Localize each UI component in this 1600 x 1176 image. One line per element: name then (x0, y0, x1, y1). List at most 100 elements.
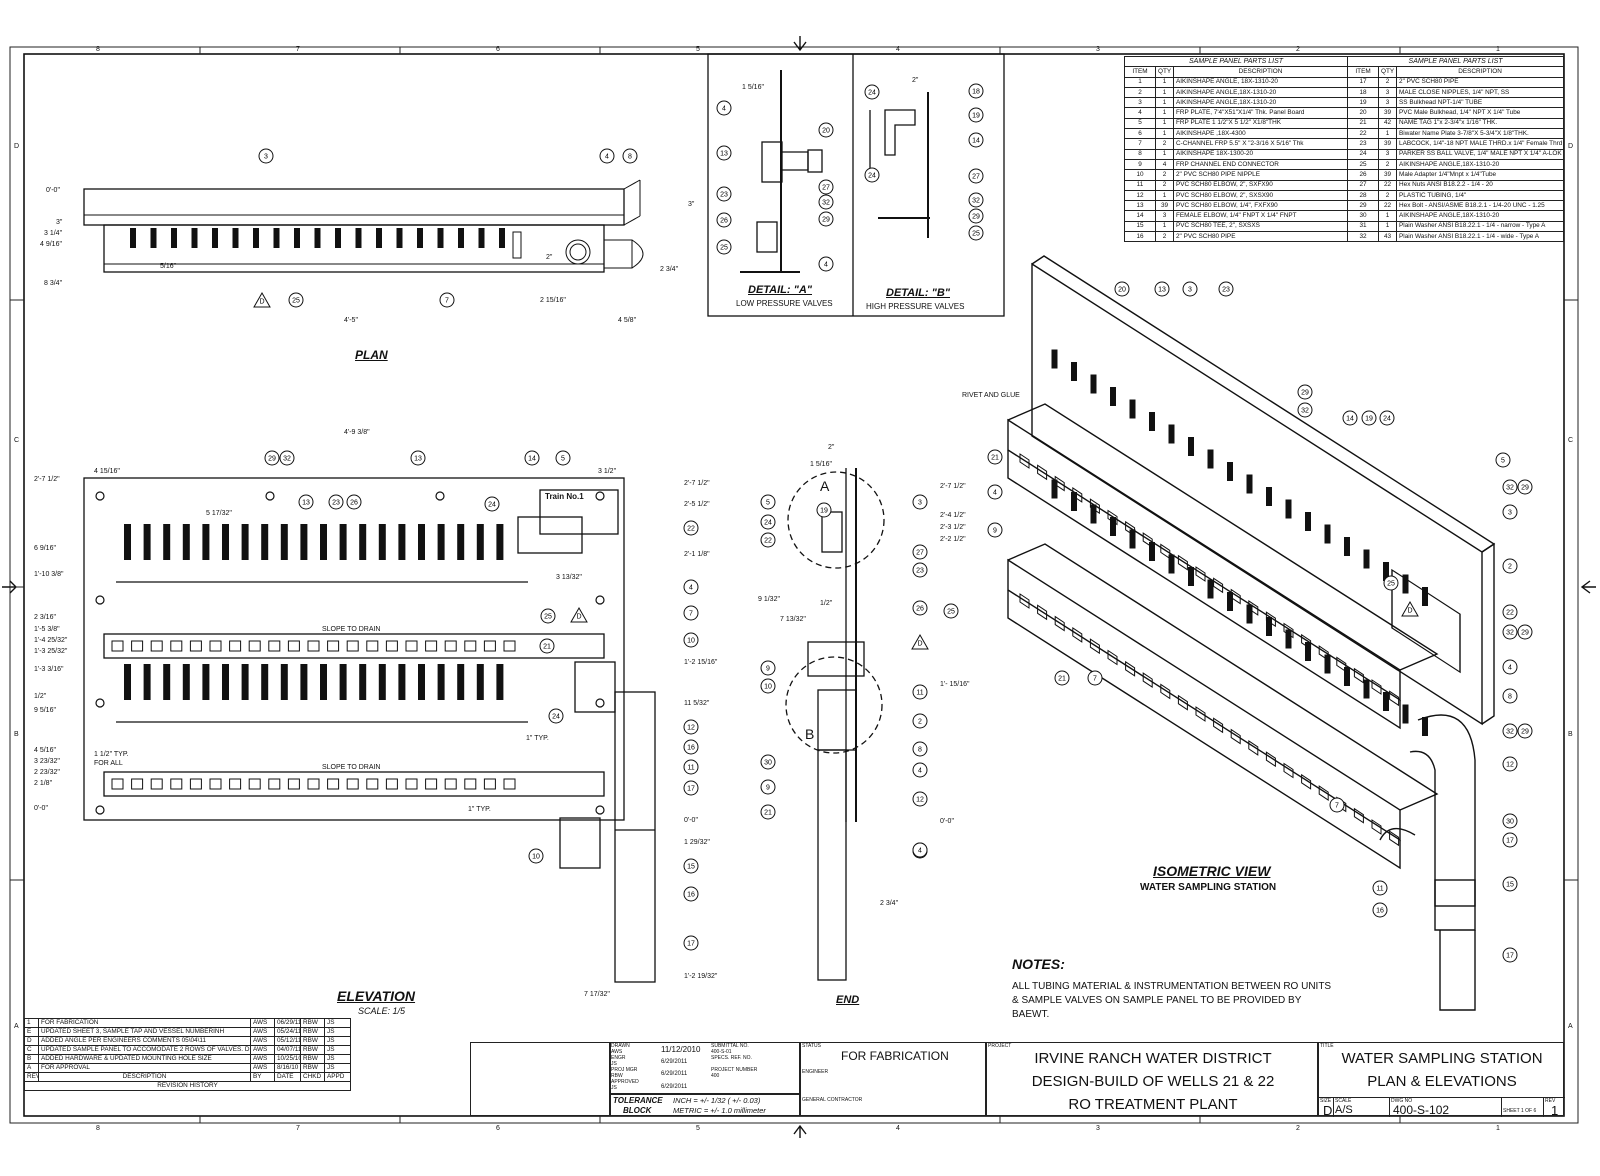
plan-dim: 2 15/16" (540, 297, 566, 304)
callout-label: 12 (687, 725, 695, 732)
block-label: BLOCK (623, 1106, 652, 1115)
callout-label: 14 (1346, 416, 1354, 423)
elevation-drain-slots (111, 640, 516, 790)
parts-cell: PLASTIC TUBING, 1/4" (1396, 189, 1565, 202)
callout-label: 4 (722, 106, 726, 113)
iso-valve (1149, 412, 1155, 431)
end-dim: 0'-0" (940, 818, 954, 825)
callout-label: 32 (1506, 485, 1514, 492)
approved-label: APPROVED (611, 1079, 639, 1085)
revision-cell: JS (324, 1018, 351, 1028)
rev-header: DESCRIPTION (38, 1072, 251, 1082)
iso-valve (1168, 424, 1175, 444)
parts-cell: 22 (1347, 128, 1380, 140)
iso-tray-2 (1007, 558, 1401, 842)
callout-label: 24 (868, 90, 876, 97)
callout-label: 2 (1508, 564, 1512, 571)
callout-label: 14 (972, 138, 980, 145)
callout-label: 32 (1506, 729, 1514, 736)
iso-slot (1301, 773, 1312, 790)
callout-label: 4 (918, 768, 922, 775)
iso-slot (1054, 475, 1065, 492)
elevation-title: ELEVATION (337, 988, 416, 1004)
end-dim: 2'-7 1/2" (940, 483, 966, 490)
callout-bubble: 32 (279, 450, 295, 466)
drain-slot (268, 778, 281, 790)
callout-bubble: 4 (716, 100, 732, 116)
divider (1501, 1098, 1502, 1117)
elevation-valve (124, 524, 131, 560)
callout-label: 16 (687, 745, 695, 752)
elev-dim: 2 23/32" (34, 769, 60, 776)
detail-a-dim: 1 5/16" (742, 84, 764, 91)
revision-cell: 04/07/11 (274, 1045, 301, 1055)
callout-label: 32 (1301, 408, 1309, 415)
elev-note: 1" TYP. (468, 806, 491, 813)
iso-slot (1037, 604, 1048, 621)
notes-heading: NOTES: (1012, 956, 1065, 972)
revision-cell: RBW (300, 1045, 325, 1055)
parts-cell: MALE CLOSE NIPPLES, 1/4" NPT, SS (1396, 86, 1565, 99)
plan-valve (191, 228, 198, 248)
callout-bubble: 24 (864, 84, 880, 100)
elevation-valve (300, 664, 308, 700)
drain-slot (248, 640, 261, 652)
parts-cell: 1 (1155, 107, 1174, 119)
note-line: ALL TUBING MATERIAL & INSTRUMENTATION BE… (1012, 981, 1332, 992)
callout-label: 20 (1118, 287, 1126, 294)
parts-cell: PVC SCH80 TEE, 2", SXSXS (1172, 220, 1349, 233)
iso-slot (1125, 520, 1136, 537)
iso-slot (1107, 649, 1118, 666)
drawing-title: WATER SAMPLING STATION PLAN & ELEVATIONS (1319, 1047, 1565, 1093)
callout-label: 21 (1058, 676, 1066, 683)
callout-bubble: 13 (1154, 281, 1170, 297)
project-number: 400 (711, 1073, 720, 1079)
revision-cell: ADDED ANGLE PER ENGINEERS COMMENTS 05\04… (38, 1036, 251, 1046)
iso-valve (1188, 437, 1194, 456)
parts-cell: 42 (1378, 117, 1398, 130)
callout-bubble: 14 (524, 450, 540, 466)
drain-slot (425, 640, 438, 652)
callout-label: 3 (918, 500, 922, 507)
elevation-valve (222, 524, 229, 560)
revision-cell: RBW (300, 1036, 325, 1046)
iso-valve (1402, 574, 1409, 594)
plan-dim: 4'-5" (344, 317, 358, 324)
drain-slot (248, 778, 261, 790)
callout-bubble: 5 (760, 494, 776, 510)
callout-label: 25 (292, 298, 300, 305)
callout-label: 17 (687, 941, 695, 948)
revision-cell: A (24, 1063, 39, 1073)
project-name: IRVINE RANCH WATER DISTRICT DESIGN-BUILD… (987, 1047, 1319, 1116)
elev-dim: 1'-4 25/32" (34, 637, 68, 644)
iso-slot (1177, 694, 1188, 711)
callout-label: 29 (1301, 390, 1309, 397)
callout-label: 13 (1158, 287, 1166, 294)
zone-bottom-4: 4 (896, 1125, 900, 1132)
plan-valve (130, 228, 136, 248)
drain-slot (111, 640, 124, 652)
divider (1333, 1098, 1334, 1117)
zone-top-8: 8 (96, 46, 100, 53)
end-dim: 2'-4 1/2" (940, 512, 966, 519)
elevation-valve (496, 524, 504, 560)
parts-cell: 1 (1124, 76, 1156, 88)
parts-header: DESCRIPTION (1396, 66, 1565, 78)
parts-cell: 29 (1347, 200, 1380, 212)
elevation-valve (280, 524, 288, 560)
callout-label: 12 (916, 797, 924, 804)
parts-cell: 3 (1378, 86, 1398, 99)
plan-dim: 4 5/8" (618, 317, 637, 324)
callout-bubble: 21 (1054, 670, 1070, 686)
elevation-valve (476, 524, 484, 560)
drain-slot (483, 778, 496, 790)
iso-valve (1344, 537, 1350, 556)
iso-slot (1371, 819, 1382, 835)
elevation-valve (202, 524, 210, 560)
